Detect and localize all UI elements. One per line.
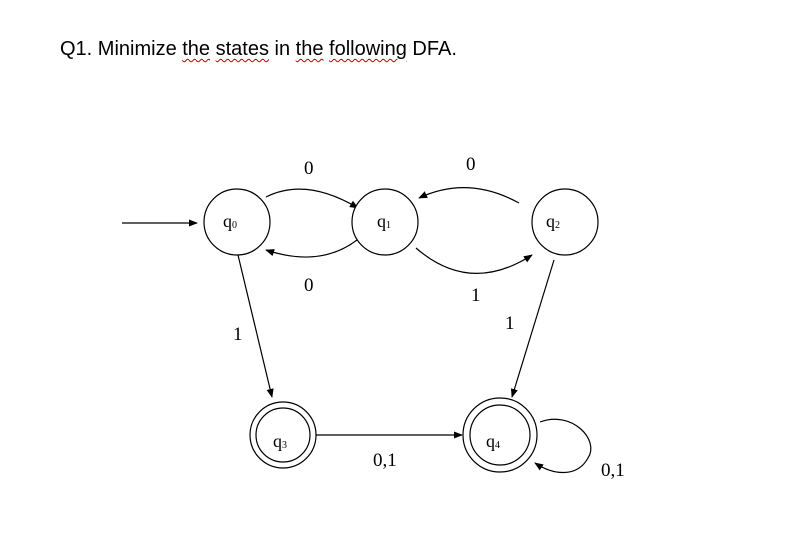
state-q1-base: q xyxy=(377,211,386,231)
svg-text:q2: q2 xyxy=(546,211,560,231)
state-q3-base: q xyxy=(273,431,282,451)
question-title: Q1. Minimize the states in the following… xyxy=(60,38,457,61)
transition-q0-q3 xyxy=(237,254,274,398)
question-prefix: Q1. Minimize xyxy=(60,38,183,60)
transition-label-q1-q2: 1 xyxy=(471,285,481,306)
transition-q1-q0 xyxy=(265,239,358,258)
svg-text:q4: q4 xyxy=(486,431,500,451)
svg-text:q1: q1 xyxy=(377,211,391,231)
spellcheck-word-following: following xyxy=(329,38,407,60)
state-q0: q0 xyxy=(203,188,271,256)
state-q0-base: q xyxy=(223,211,232,231)
state-q1: q1 xyxy=(351,188,419,256)
transition-label-q0-q1: 0 xyxy=(304,158,314,179)
state-q4-accepting: q4 xyxy=(462,397,538,473)
spellcheck-word-the-2: the xyxy=(295,38,324,60)
transition-label-q2-q1: 0 xyxy=(466,154,476,175)
svg-text:q3: q3 xyxy=(273,431,287,451)
state-q3-subscript: 3 xyxy=(282,440,287,451)
state-q2-subscript: 2 xyxy=(555,220,560,231)
transition-q1-q2 xyxy=(415,247,533,274)
question-suffix: DFA. xyxy=(406,38,457,60)
state-q1-subscript: 1 xyxy=(386,220,391,231)
spellcheck-word-the: the xyxy=(182,38,211,60)
transition-q4-self-loop xyxy=(534,418,592,474)
spellcheck-word-states: states xyxy=(215,38,269,60)
transition-q0-q1 xyxy=(265,188,359,209)
transition-label-q3-q4: 0,1 xyxy=(373,450,397,471)
question-mid: in xyxy=(268,38,296,60)
transition-label-q0-q3: 1 xyxy=(233,324,243,345)
svg-text:q0: q0 xyxy=(223,211,237,231)
state-q4-subscript: 4 xyxy=(495,440,500,451)
transition-label-q4-q4: 0,1 xyxy=(601,460,625,481)
state-q0-subscript: 0 xyxy=(232,220,237,231)
state-q3-accepting: q3 xyxy=(249,401,317,469)
transition-q2-q1 xyxy=(418,187,520,204)
transition-label-q2-q4: 1 xyxy=(505,313,515,334)
state-q4-base: q xyxy=(486,431,495,451)
state-q2: q2 xyxy=(531,188,599,256)
state-q2-base: q xyxy=(546,211,555,231)
transition-q2-q4 xyxy=(510,259,555,398)
transition-label-q1-q0: 0 xyxy=(304,275,314,296)
